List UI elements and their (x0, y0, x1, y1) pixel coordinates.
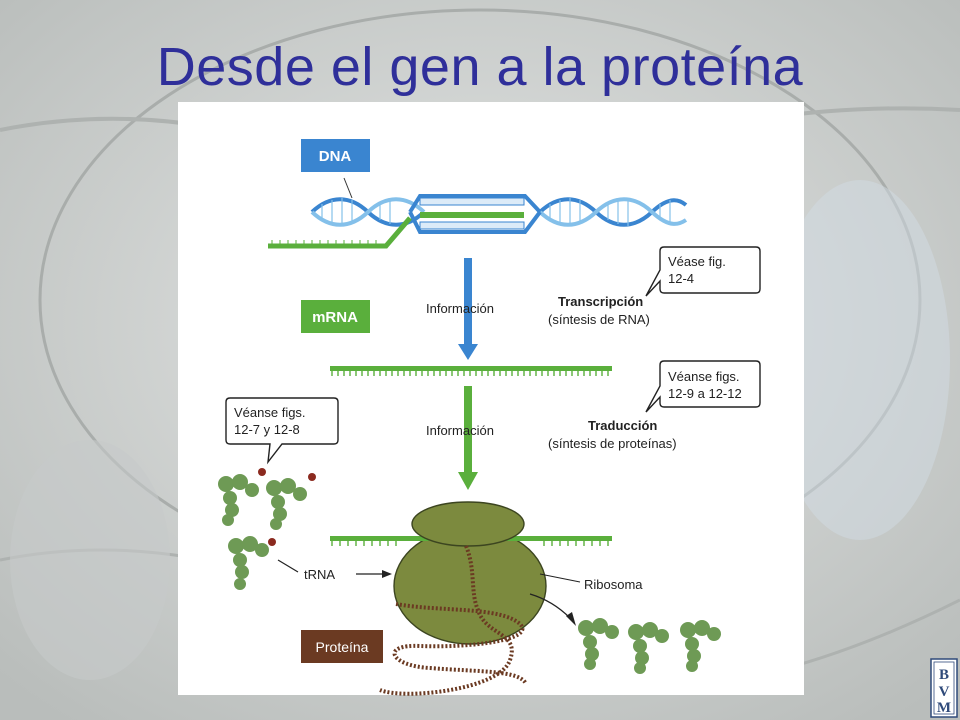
svg-text:V: V (939, 684, 950, 700)
dna-double-helix (268, 194, 688, 249)
information-arrow-1 (458, 258, 478, 360)
svg-text:mRNA: mRNA (312, 309, 358, 326)
svg-text:Véanse figs.: Véanse figs. (234, 405, 306, 420)
transcription-detail: (síntesis de RNA) (548, 312, 650, 327)
ribosome (330, 501, 612, 645)
translation-title: Traducción (588, 418, 657, 433)
information-arrow-2 (458, 386, 478, 490)
mrna-label: mRNA (301, 300, 370, 333)
protein-label: Proteína (301, 630, 383, 663)
trna-molecules-released (578, 618, 721, 674)
ribosome-label: Ribosoma (584, 577, 643, 592)
transcription-title: Transcripción (558, 294, 643, 309)
information-label-1: Información (426, 301, 494, 316)
bvm-logo: B V M (930, 658, 958, 718)
release-arrow (529, 593, 576, 626)
trna-label: tRNA (304, 567, 335, 582)
callout-fig-12-9: Véanse figs. 12-9 a 12-12 (645, 360, 761, 413)
ribosome-pointer-line (539, 573, 581, 583)
information-label-2: Información (426, 423, 494, 438)
svg-text:Proteína: Proteína (316, 639, 369, 655)
svg-text:12-4: 12-4 (668, 271, 694, 286)
polypeptide-chain (379, 545, 528, 696)
svg-text:DNA: DNA (319, 148, 352, 165)
callout-fig-12-4: Véase fig. 12-4 (645, 246, 761, 297)
mrna-strand (330, 366, 612, 376)
slide-title: Desde el gen a la proteína (156, 37, 804, 97)
dna-label: DNA (301, 139, 370, 172)
svg-text:M: M (937, 700, 951, 716)
svg-text:12-7 y 12-8: 12-7 y 12-8 (234, 422, 300, 437)
svg-text:Véase fig.: Véase fig. (668, 254, 726, 269)
trna-arrow (277, 559, 392, 578)
trna-molecules-charged (218, 468, 316, 590)
callout-fig-12-7: Véanse figs. 12-7 y 12-8 (225, 397, 339, 465)
translation-detail: (síntesis de proteínas) (548, 436, 677, 451)
svg-text:B: B (939, 667, 949, 683)
dna-pointer-line (343, 177, 353, 199)
svg-text:12-9 a 12-12: 12-9 a 12-12 (668, 386, 742, 401)
svg-text:Véanse figs.: Véanse figs. (668, 369, 740, 384)
